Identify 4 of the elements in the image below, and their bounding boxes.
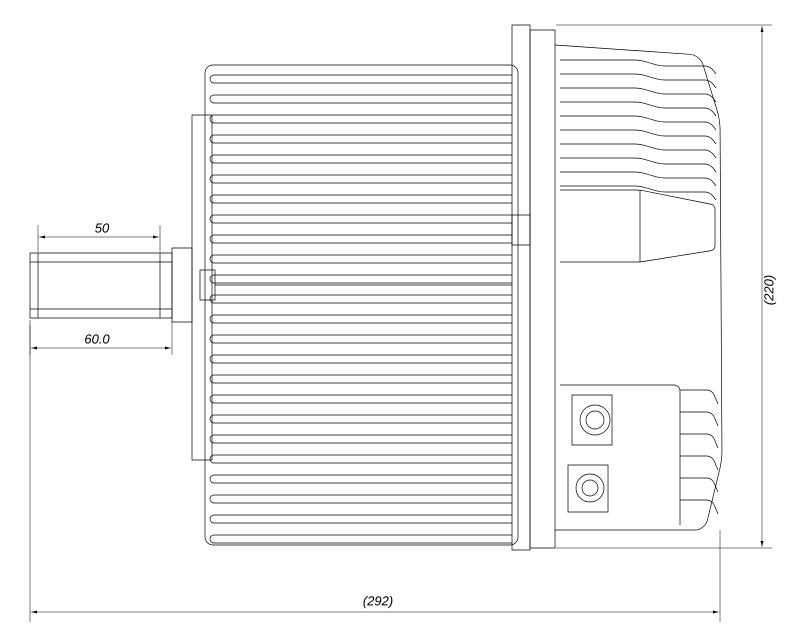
dimension-text: (292): [363, 596, 392, 608]
dimension-text: (220): [764, 276, 776, 305]
dimension-text: 60.0: [85, 334, 110, 344]
dimension-text: 50: [95, 223, 110, 233]
